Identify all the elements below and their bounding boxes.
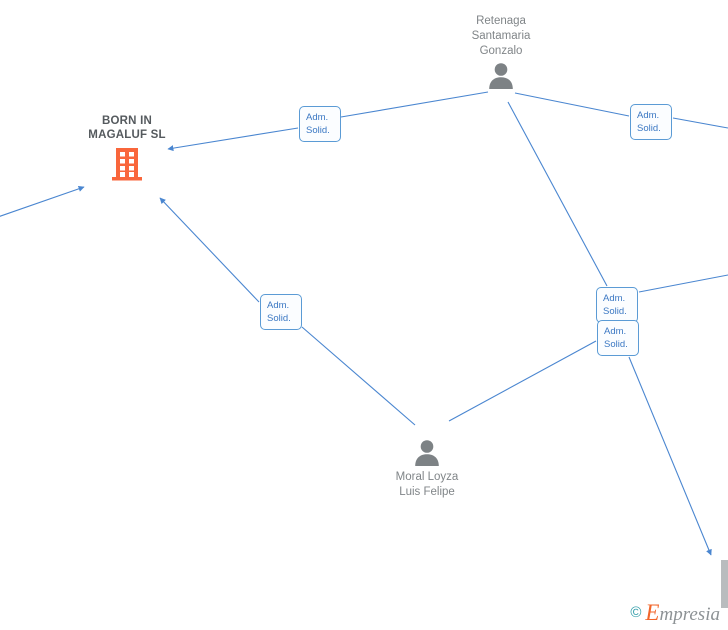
brand-name: Empresia — [645, 601, 720, 624]
edge-label-adm-solid[interactable]: Adm. Solid. — [596, 287, 638, 323]
brand-initial: E — [645, 600, 660, 625]
person-node-retenaga-santamaria-gonzalo[interactable]: Retenaga Santamaria Gonzalo — [426, 14, 576, 89]
edge-label-adm-solid[interactable]: Adm. Solid. — [597, 320, 639, 356]
scrollbar-thumb[interactable] — [721, 560, 728, 608]
person-node-label: Retenaga Santamaria Gonzalo — [471, 15, 531, 57]
company-node-born-in-magaluf[interactable]: BORN IN MAGALUF SL — [47, 114, 207, 181]
copyright-icon: © — [630, 604, 642, 621]
company-node-label: BORN IN MAGALUF SL — [88, 115, 166, 141]
brand-rest: mpresia — [659, 604, 720, 625]
person-icon — [489, 63, 513, 89]
edge-label-adm-solid[interactable]: Adm. Solid. — [260, 294, 302, 330]
edge-label-adm-solid[interactable]: Adm. Solid. — [299, 106, 341, 142]
person-node-label: Moral Loyza Luis Felipe — [395, 471, 459, 498]
person-icon — [415, 440, 439, 466]
person-node-moral-loyza-luis-felipe[interactable]: Moral Loyza Luis Felipe — [352, 436, 502, 500]
edge-label-adm-solid[interactable]: Adm. Solid. — [630, 104, 672, 140]
building-icon — [112, 148, 142, 181]
empresia-watermark: © Empresia — [630, 601, 720, 624]
